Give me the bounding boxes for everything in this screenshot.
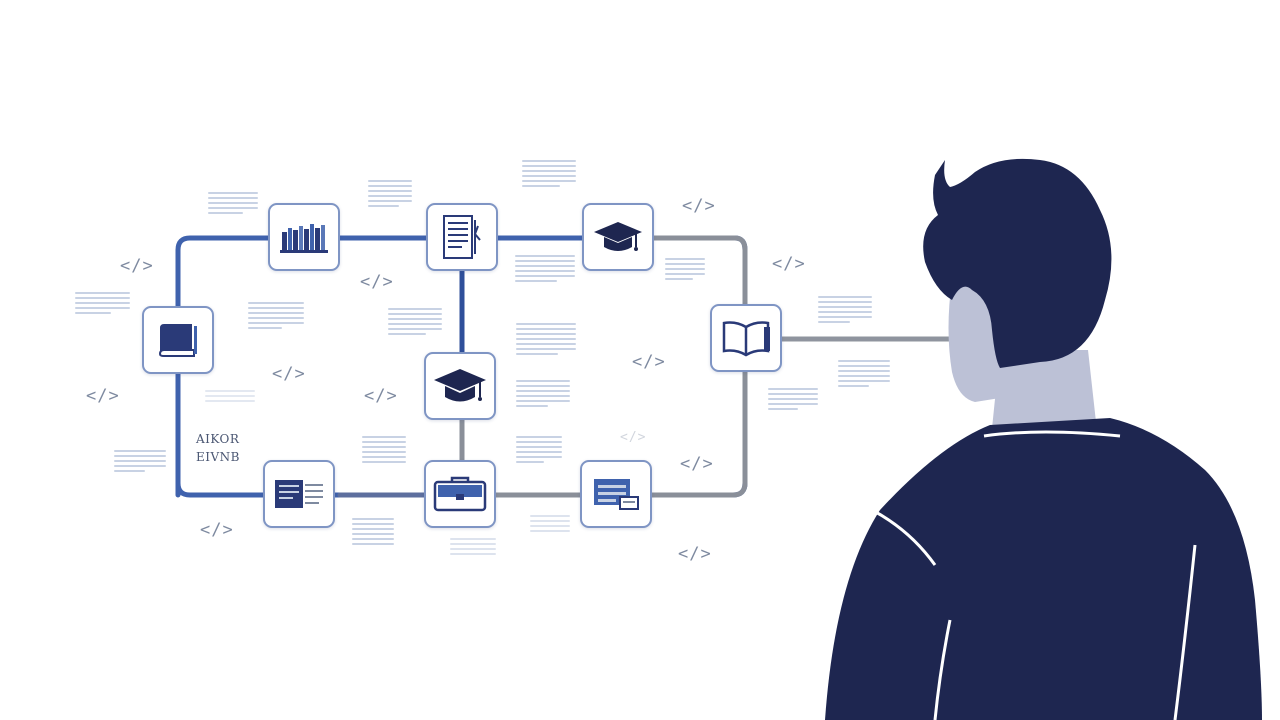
graduation-cap-icon <box>594 222 642 251</box>
briefcase-icon <box>433 476 487 512</box>
jacket-seam-right <box>1173 544 1197 720</box>
code-tag: </> <box>680 454 714 474</box>
person-jacket <box>825 418 1262 720</box>
text-lines <box>75 292 130 317</box>
text-lines <box>665 258 705 283</box>
document-icon <box>443 215 481 259</box>
code-tag: </> <box>682 196 716 216</box>
text-lines <box>450 538 496 558</box>
text-lines <box>516 380 570 410</box>
node-document-list[interactable] <box>426 203 498 271</box>
text-lines <box>838 360 890 390</box>
jacket-collar <box>983 430 1121 438</box>
person-figure <box>825 158 1262 720</box>
node-briefcase[interactable] <box>424 460 496 528</box>
code-tag: </> <box>272 364 306 384</box>
node-id-card[interactable] <box>580 460 652 528</box>
node-open-book-right[interactable] <box>710 304 782 372</box>
text-lines <box>362 436 406 466</box>
node-graduation-center[interactable] <box>424 352 496 420</box>
text-lines <box>530 515 570 535</box>
graduation-cap-icon <box>434 369 486 402</box>
node-books-shelf[interactable] <box>268 203 340 271</box>
code-tag: </> <box>632 352 666 372</box>
node-book-left[interactable] <box>142 306 214 374</box>
code-tag: </> <box>772 254 806 274</box>
open-book-icon <box>722 321 770 357</box>
jacket-seam-left <box>871 508 937 566</box>
text-lines <box>208 192 258 217</box>
text-lines <box>248 302 304 332</box>
text-card-icon <box>275 480 323 508</box>
text-lines <box>352 518 394 548</box>
jacket-seam-arm <box>933 619 952 720</box>
text-lines <box>114 450 166 475</box>
person-hair <box>923 158 1112 368</box>
code-tag: </> <box>620 430 647 445</box>
code-tag: </> <box>364 386 398 406</box>
code-tag: </> <box>360 272 394 292</box>
text-lines <box>205 390 255 405</box>
box-label-line2: EIVNB <box>196 450 240 464</box>
text-lines <box>368 180 412 210</box>
text-lines <box>522 160 576 190</box>
code-tag: </> <box>678 544 712 564</box>
id-card-icon <box>594 479 639 510</box>
code-tag: </> <box>120 256 154 276</box>
code-tag: </> <box>200 520 234 540</box>
node-text-card[interactable] <box>263 460 335 528</box>
node-graduation-top[interactable] <box>582 203 654 271</box>
text-lines <box>516 323 576 358</box>
text-lines <box>515 255 575 285</box>
book-icon <box>158 324 197 357</box>
text-lines <box>818 296 872 326</box>
text-lines <box>516 436 562 466</box>
box-label-line1: AIKOR <box>196 432 240 446</box>
text-lines <box>768 388 818 413</box>
text-lines <box>388 308 442 338</box>
code-tag: </> <box>86 386 120 406</box>
books-icon <box>280 224 328 253</box>
